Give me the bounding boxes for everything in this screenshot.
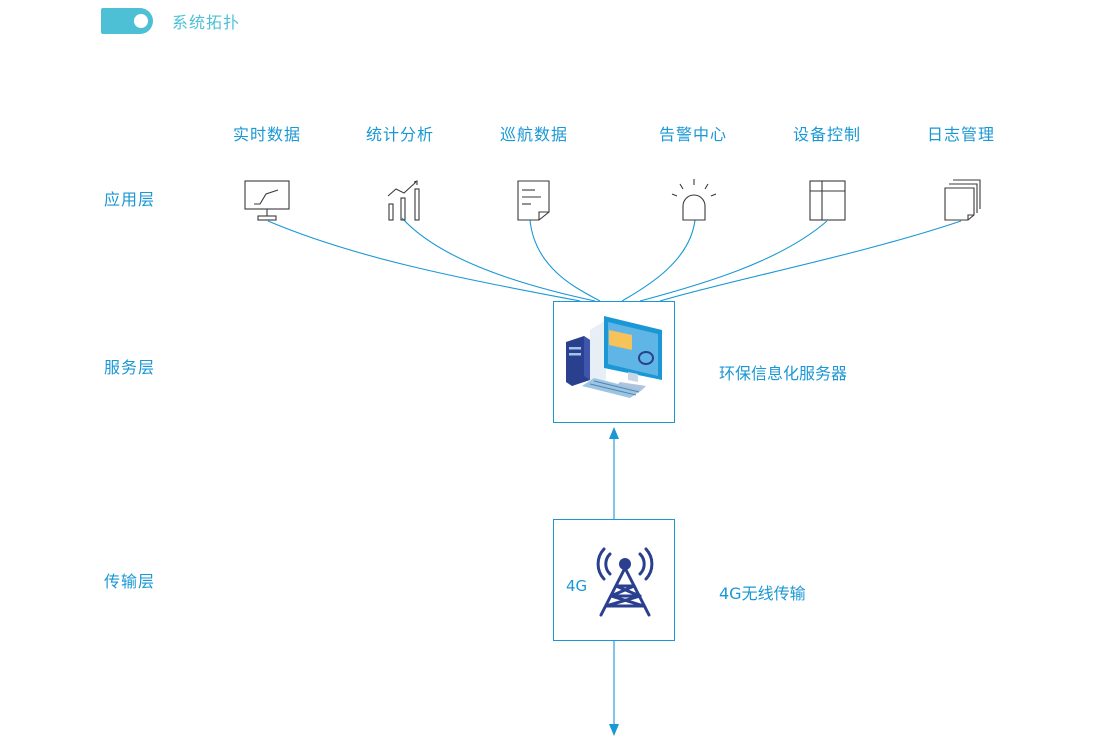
stacked-pages-icon xyxy=(944,179,981,221)
link-statistics xyxy=(401,217,596,302)
link-alarm-center xyxy=(621,219,696,302)
link-device-control xyxy=(639,220,828,302)
section-title: 系统拓扑 xyxy=(172,13,241,32)
server-label: 环保信息化服务器 xyxy=(719,364,848,383)
transmission-label: 4G无线传输 xyxy=(719,584,806,603)
downlink-arrowhead xyxy=(609,724,619,736)
app-label-statistics[interactable]: 统计分析 xyxy=(365,125,435,144)
signal-tower-icon xyxy=(596,547,654,617)
app-label-realtime-data[interactable]: 实时数据 xyxy=(232,125,302,144)
link-realtime-data xyxy=(267,220,581,302)
layer-label-application: 应用层 xyxy=(104,190,156,209)
transmission-node[interactable]: 4G xyxy=(553,519,675,641)
server-node[interactable] xyxy=(553,301,675,423)
4g-text: 4G xyxy=(566,577,588,595)
link-cruise-data xyxy=(529,219,601,302)
section-header: 系统拓扑 xyxy=(101,8,240,34)
layer-label-transmission: 传输层 xyxy=(104,572,156,591)
document-icon xyxy=(517,180,550,221)
layer-label-service: 服务层 xyxy=(104,358,156,377)
monitor-trend-icon xyxy=(244,180,290,221)
toggle-knob xyxy=(134,14,148,28)
panel-icon xyxy=(809,180,846,221)
uplink-arrowhead xyxy=(609,427,619,439)
toggle-switch[interactable] xyxy=(101,8,153,34)
alarm-light-icon xyxy=(671,179,717,221)
app-label-device-control[interactable]: 设备控制 xyxy=(792,125,862,144)
app-label-log-management[interactable]: 日志管理 xyxy=(926,125,996,144)
computer-icon xyxy=(566,316,662,398)
app-label-alarm-center[interactable]: 告警中心 xyxy=(658,125,728,144)
app-label-cruise-data[interactable]: 巡航数据 xyxy=(499,125,569,144)
bar-chart-icon xyxy=(387,180,420,221)
link-log-management xyxy=(659,220,962,302)
